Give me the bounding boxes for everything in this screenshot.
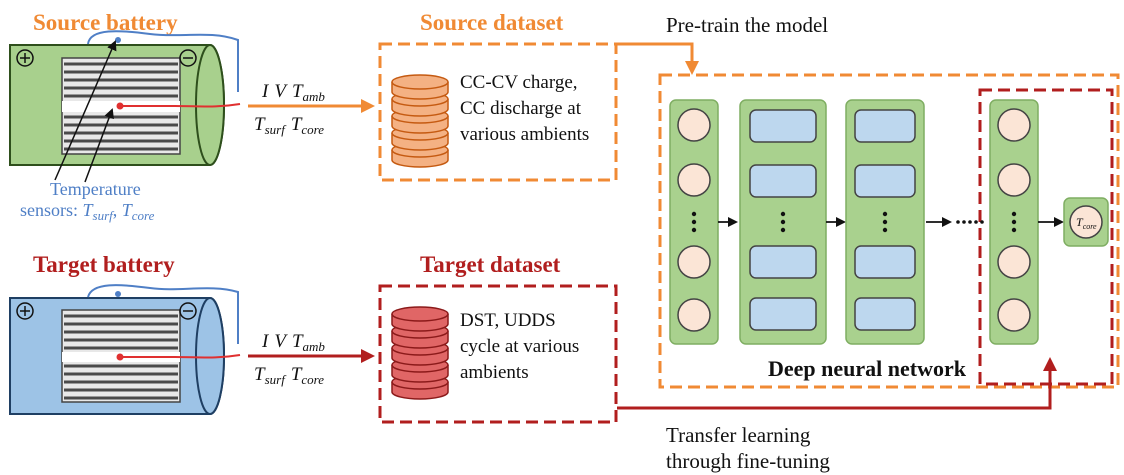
neuron [677,298,711,332]
target-database-icon [391,306,449,400]
hidden-layer-1 [739,99,827,345]
plus-terminal-icon [16,49,34,67]
neuron [997,108,1031,142]
hidden-unit [854,245,916,279]
neuron [997,298,1031,332]
ellipsis-vertical-icon [1011,211,1017,233]
last-layer [989,99,1039,345]
hidden-unit [854,297,916,331]
dnn-label: Deep neural network [768,356,967,381]
hidden-unit [854,164,916,198]
ellipsis-vertical-icon [882,211,888,233]
neuron [677,163,711,197]
source-dataset-box [378,42,618,182]
surface-sensor-wire [87,284,239,344]
core-sensor-wire [120,103,241,108]
source-dataset-line-1: CC-CV charge, [460,72,578,93]
minus-terminal-icon [179,302,197,320]
source-dataset-line-2: CC discharge at [460,98,582,119]
target-battery [9,284,241,415]
source-battery-cap [195,44,225,166]
target-dataset-line-3: ambients [460,362,529,383]
core-sensor-pointer [84,108,114,183]
hidden-unit [749,297,817,331]
hidden-layer-2 [845,99,925,345]
neuron [677,245,711,279]
hidden-unit [749,109,817,143]
hidden-unit [854,109,916,143]
target-dataset-title: Target dataset [420,252,561,277]
target-electrode-stack [61,309,181,403]
output-node-label: Tcore [1076,215,1097,231]
target-dataset-line-2: cycle at various [460,336,579,357]
source-dataset-title: Source dataset [420,10,564,35]
plus-terminal-icon [16,302,34,320]
hidden-unit [749,245,817,279]
core-sensor-point [116,102,124,110]
sensor-caption-line2: sensors: Tsurf, Tcore [20,200,155,223]
neuron [997,163,1031,197]
pretrain-arrow [617,42,699,75]
surface-sensor-point [115,37,121,43]
core-sensor-wire [120,354,241,359]
source-battery [9,30,241,183]
target-battery-cap [195,297,225,415]
neuron [997,245,1031,279]
more-layers-connector [926,217,984,227]
target-battery-title: Target battery [33,252,175,277]
target-dataset-box [378,284,618,424]
core-sensor-point [116,353,124,361]
output-node: Tcore [1063,197,1109,247]
transfer-label-line2: through fine-tuning [666,449,830,473]
neuron [677,108,711,142]
dnn-box [658,73,1120,389]
finetune-box [978,88,1114,386]
ellipsis-vertical-icon [780,211,786,233]
target-dataset-line-1: DST, UDDS [460,310,556,331]
surface-sensor-point [115,291,121,297]
source-dataset-line-3: various ambients [460,124,589,145]
transfer-arrow [617,357,1057,410]
source-database-icon [391,74,449,168]
transfer-label-line1: Transfer learning [666,423,811,447]
sensor-caption-line1: Temperature [50,179,141,199]
surface-sensor-wire [87,30,239,92]
surface-sensor-pointer [54,40,117,181]
hidden-unit [749,164,817,198]
input-layer [669,99,719,345]
minus-terminal-icon [179,49,197,67]
pretrain-label: Pre-train the model [666,13,828,37]
ellipsis-vertical-icon [691,211,697,233]
